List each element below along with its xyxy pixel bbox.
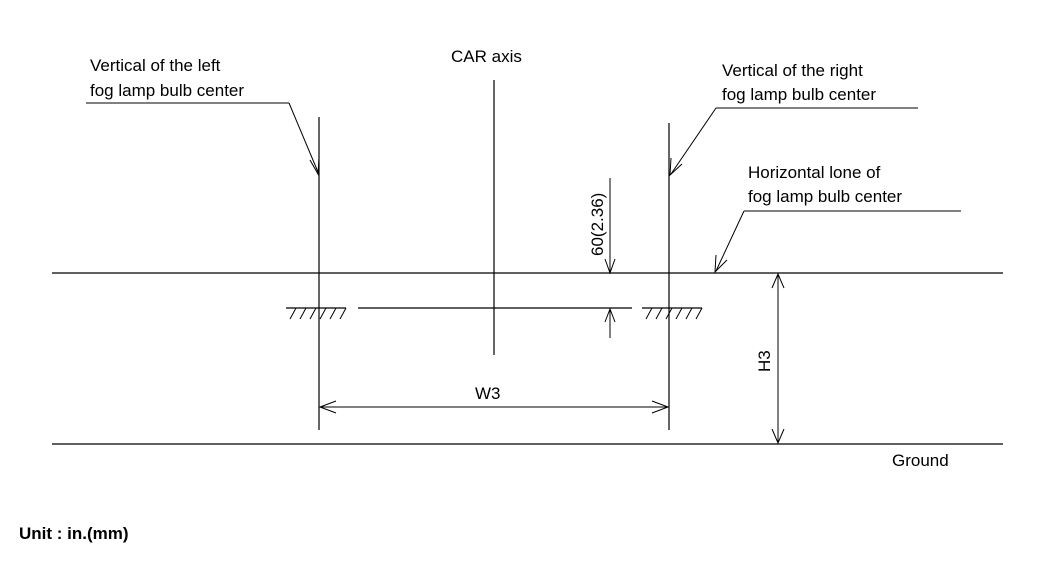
car-axis-label: CAR axis (451, 47, 522, 66)
ground-label: Ground (892, 451, 949, 470)
width-dimension-marker (318, 400, 670, 414)
offset-dimension-label: 60(2.36) (588, 193, 607, 256)
height-dimension-marker (771, 272, 785, 445)
horizontal-line-leader (714, 210, 961, 274)
left-hatch-marks (289, 307, 347, 320)
unit-label: Unit : in.(mm) (19, 524, 129, 543)
width-dimension-label: W3 (475, 384, 501, 403)
offset-dimension-marker (604, 178, 616, 338)
horizontal-line-label-line2: fog lamp bulb center (748, 187, 902, 206)
left-fog-label-line1: Vertical of the left (90, 56, 221, 75)
left-fog-leader (86, 102, 320, 176)
left-fog-label-line2: fog lamp bulb center (90, 81, 244, 100)
height-dimension-label: H3 (755, 350, 774, 372)
right-fog-leader (669, 107, 918, 177)
right-hatch-marks (645, 307, 703, 320)
horizontal-line-label-line1: Horizontal lone of (748, 163, 881, 182)
right-fog-label-line2: fog lamp bulb center (722, 85, 876, 104)
right-fog-label-line1: Vertical of the right (722, 61, 863, 80)
